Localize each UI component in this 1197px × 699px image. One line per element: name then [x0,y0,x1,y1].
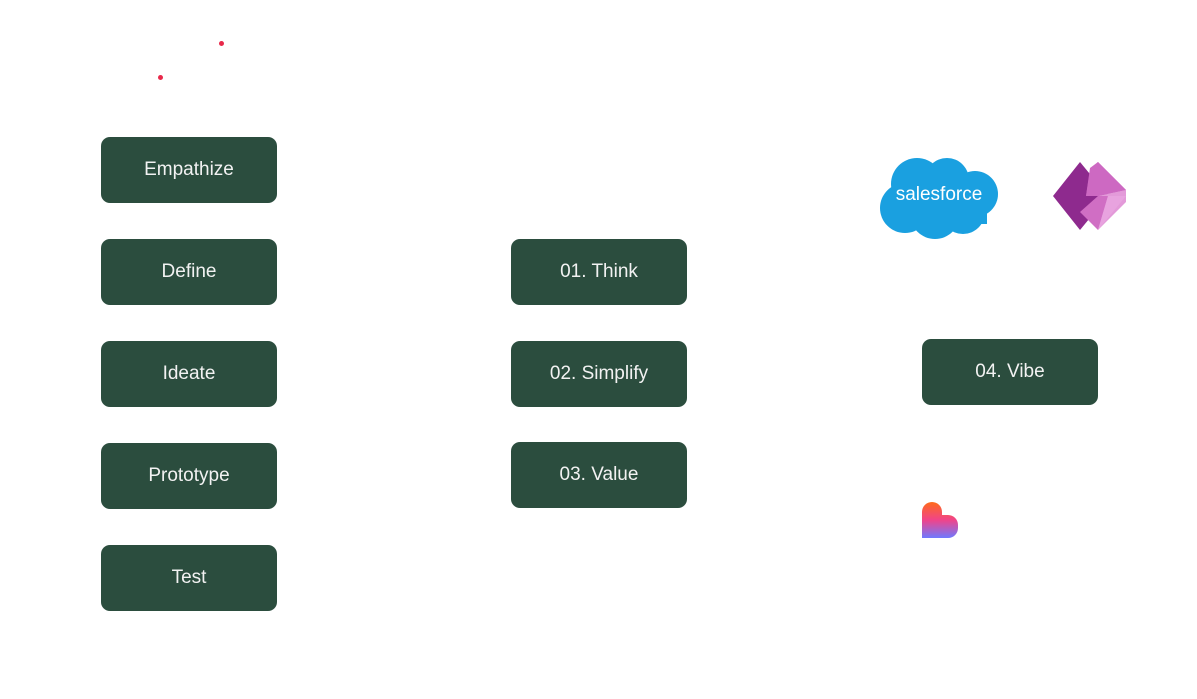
step-label: 01. Think [560,261,638,282]
step-simplify[interactable]: 02. Simplify [511,341,687,407]
step-vibe[interactable]: 04. Vibe [922,339,1098,405]
red-dot [158,75,163,80]
step-think[interactable]: 01. Think [511,239,687,305]
step-define[interactable]: Define [101,239,277,305]
step-ideate[interactable]: Ideate [101,341,277,407]
step-label: 02. Simplify [549,363,649,384]
step-test[interactable]: Test [101,545,277,611]
step-label: 03. Value [559,464,639,485]
salesforce-logo-text: salesforce [896,184,983,205]
step-prototype[interactable]: Prototype [101,443,277,509]
step-label: 04. Vibe [975,361,1045,382]
lovable-logo-icon [922,502,958,538]
salesforce-logo-icon: salesforce [880,158,998,239]
step-label: Prototype [148,465,230,486]
step-empathize[interactable]: Empathize [101,137,277,203]
step-label: Empathize [144,159,234,180]
red-dot [219,41,224,46]
step-label: Define [161,261,217,282]
step-label: Test [171,567,207,588]
step-label: Ideate [162,363,216,384]
step-value[interactable]: 03. Value [511,442,687,508]
power-apps-logo-icon [1053,162,1126,230]
